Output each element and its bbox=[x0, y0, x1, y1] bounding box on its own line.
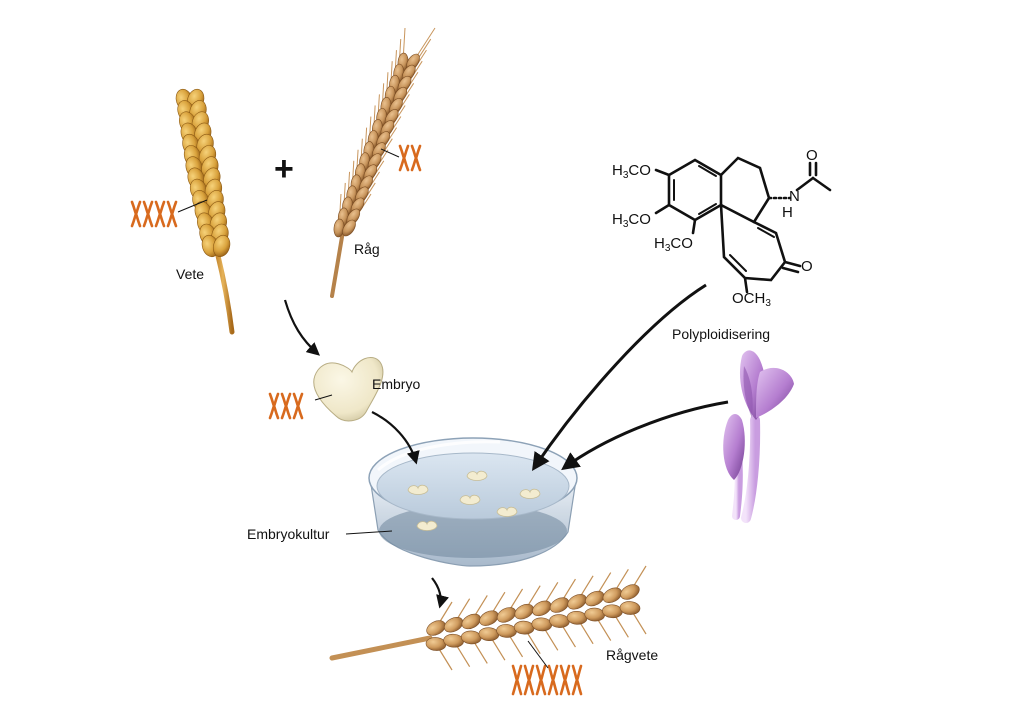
triticale-grain bbox=[531, 616, 553, 632]
chromosome-icon bbox=[410, 144, 422, 172]
chromosomes-ragvete bbox=[511, 664, 583, 696]
methoxy-group-3: H3CO bbox=[654, 235, 693, 254]
triticale-ear-icon bbox=[329, 565, 647, 671]
petri-dish-icon bbox=[368, 437, 578, 567]
triticale-grain bbox=[442, 633, 465, 649]
label-embryo: Embryo bbox=[372, 376, 421, 392]
dish-embryo bbox=[466, 470, 488, 481]
arrows bbox=[283, 283, 729, 609]
chromosome-icon bbox=[154, 200, 166, 228]
amide-h-label: H bbox=[782, 204, 793, 221]
crocus-flower-icon bbox=[723, 350, 794, 523]
methoxy-group-4: OCH3 bbox=[732, 290, 771, 309]
arrow-icon bbox=[283, 299, 320, 356]
dish-embryo bbox=[519, 488, 541, 499]
arrow-icon bbox=[371, 411, 420, 465]
triticale-grain bbox=[617, 581, 643, 603]
triticale-grain bbox=[601, 603, 624, 619]
dish-embryo bbox=[459, 494, 481, 505]
dish-embryo bbox=[416, 520, 438, 531]
chromosome-icon bbox=[559, 664, 571, 696]
label-ragvete: Rågvete bbox=[606, 647, 659, 663]
label-embryokultur: Embryokultur bbox=[247, 526, 330, 542]
chromosome-icon bbox=[130, 200, 142, 228]
label-rag: Råg bbox=[354, 241, 380, 257]
chromosome-icon bbox=[547, 664, 559, 696]
chromosome-icon bbox=[268, 392, 280, 420]
rye-ear-icon bbox=[330, 27, 436, 298]
methoxy-group-1: H3CO bbox=[612, 162, 651, 181]
triticale-grain bbox=[425, 636, 447, 652]
triticale-grain bbox=[583, 607, 606, 623]
colchicine-molecule-icon bbox=[654, 156, 832, 294]
triticale-grain bbox=[548, 613, 571, 629]
methoxy-group-2: H3CO bbox=[612, 211, 651, 230]
chromosome-icon bbox=[571, 664, 583, 696]
chromosome-icon bbox=[398, 144, 410, 172]
triticale-grain bbox=[566, 610, 588, 626]
arrow-icon bbox=[561, 400, 729, 471]
embryo-icon bbox=[313, 357, 384, 422]
amide-n-label: N bbox=[789, 188, 800, 205]
chromosomes-vete bbox=[130, 200, 178, 228]
label-polyploidisering: Polyploidisering bbox=[672, 326, 771, 342]
triticale-grain bbox=[460, 629, 483, 645]
chromosome-icon bbox=[142, 200, 154, 228]
leader-lines bbox=[177, 148, 549, 669]
ketone-o-label: O bbox=[801, 258, 813, 275]
chromosome-icon bbox=[166, 200, 178, 228]
dish-embryo bbox=[407, 484, 429, 495]
triticale-grain bbox=[619, 600, 641, 616]
chromosome-icon bbox=[280, 392, 292, 420]
arrow-icon bbox=[431, 577, 449, 609]
amide-o-label: O bbox=[806, 147, 818, 164]
chromosomes-embryo bbox=[268, 392, 304, 420]
wheat-ear-icon bbox=[173, 86, 235, 335]
chromosome-icon bbox=[292, 392, 304, 420]
label-vete: Vete bbox=[176, 266, 205, 282]
triticale-grain bbox=[513, 620, 535, 636]
chromosomes-rag bbox=[398, 144, 422, 172]
triticale-grain bbox=[495, 623, 518, 639]
triticale-grain bbox=[478, 626, 500, 642]
chromosome-icon bbox=[523, 664, 535, 696]
arrow-icon bbox=[531, 283, 707, 471]
chromosome-icon bbox=[511, 664, 523, 696]
chromosome-icon bbox=[535, 664, 547, 696]
dish-embryo bbox=[496, 506, 518, 517]
plus-sign: + bbox=[274, 150, 294, 188]
